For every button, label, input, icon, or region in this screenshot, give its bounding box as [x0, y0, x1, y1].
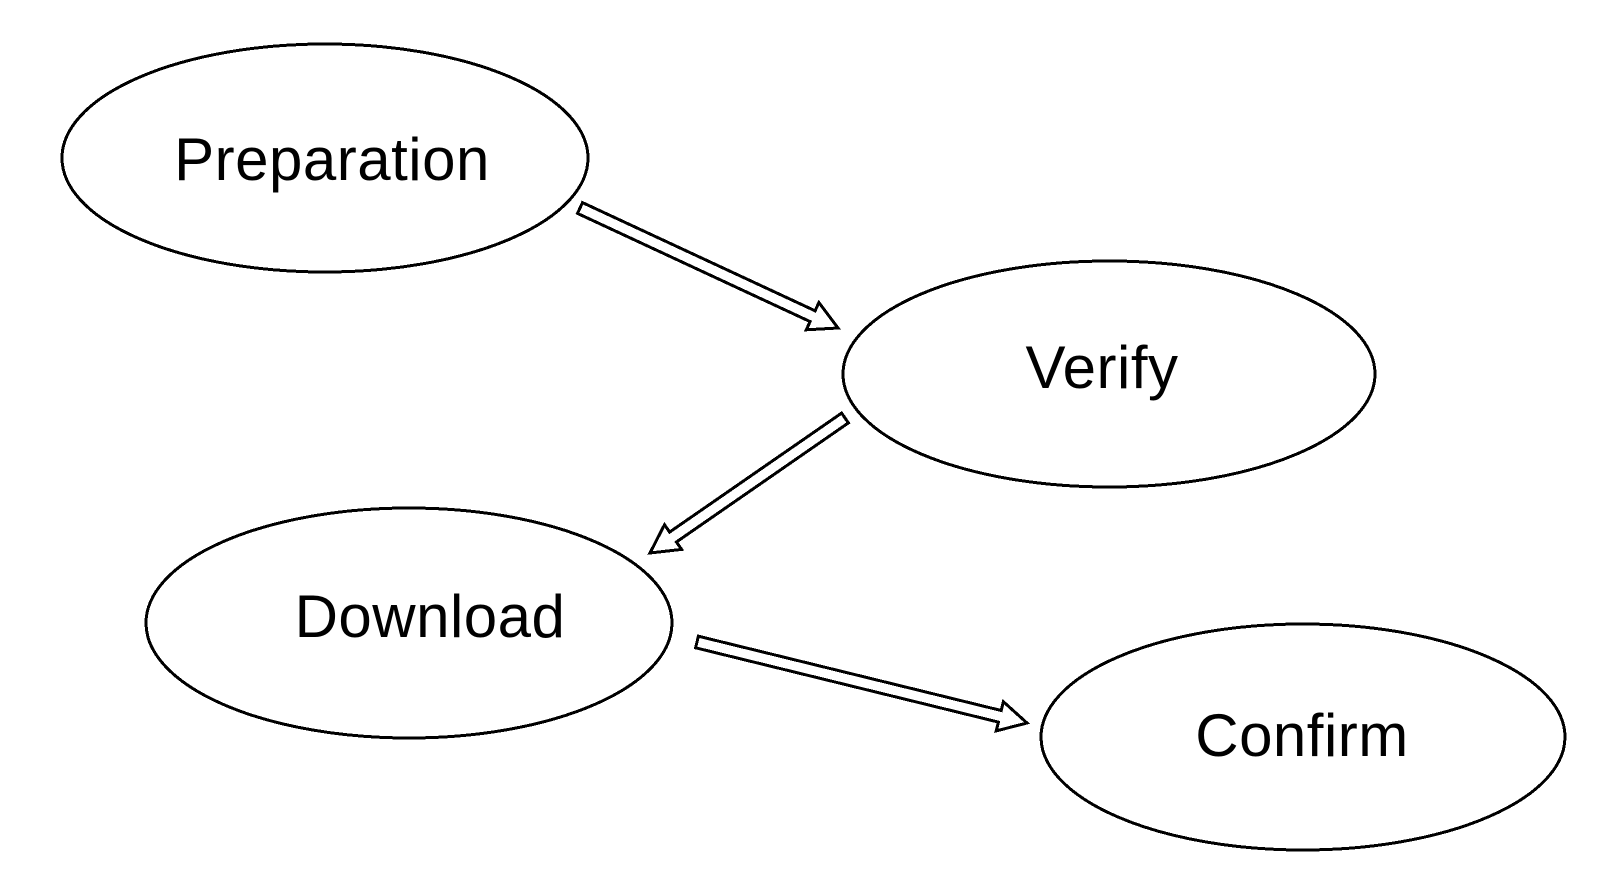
arrow-preparation-to-verify [575, 200, 841, 332]
arrow-verify-to-download [647, 411, 851, 555]
node-label-preparation: Preparation [174, 126, 490, 193]
node-label-verify: Verify [1025, 334, 1179, 401]
node-ellipse-download [144, 506, 674, 740]
node-ellipse-confirm [1039, 622, 1567, 852]
node-ellipse-verify [841, 259, 1377, 489]
node-ellipse-preparation [60, 42, 590, 274]
node-label-confirm: Confirm [1195, 702, 1409, 769]
node-label-download: Download [294, 583, 566, 650]
arrow-download-to-confirm [693, 634, 1031, 733]
